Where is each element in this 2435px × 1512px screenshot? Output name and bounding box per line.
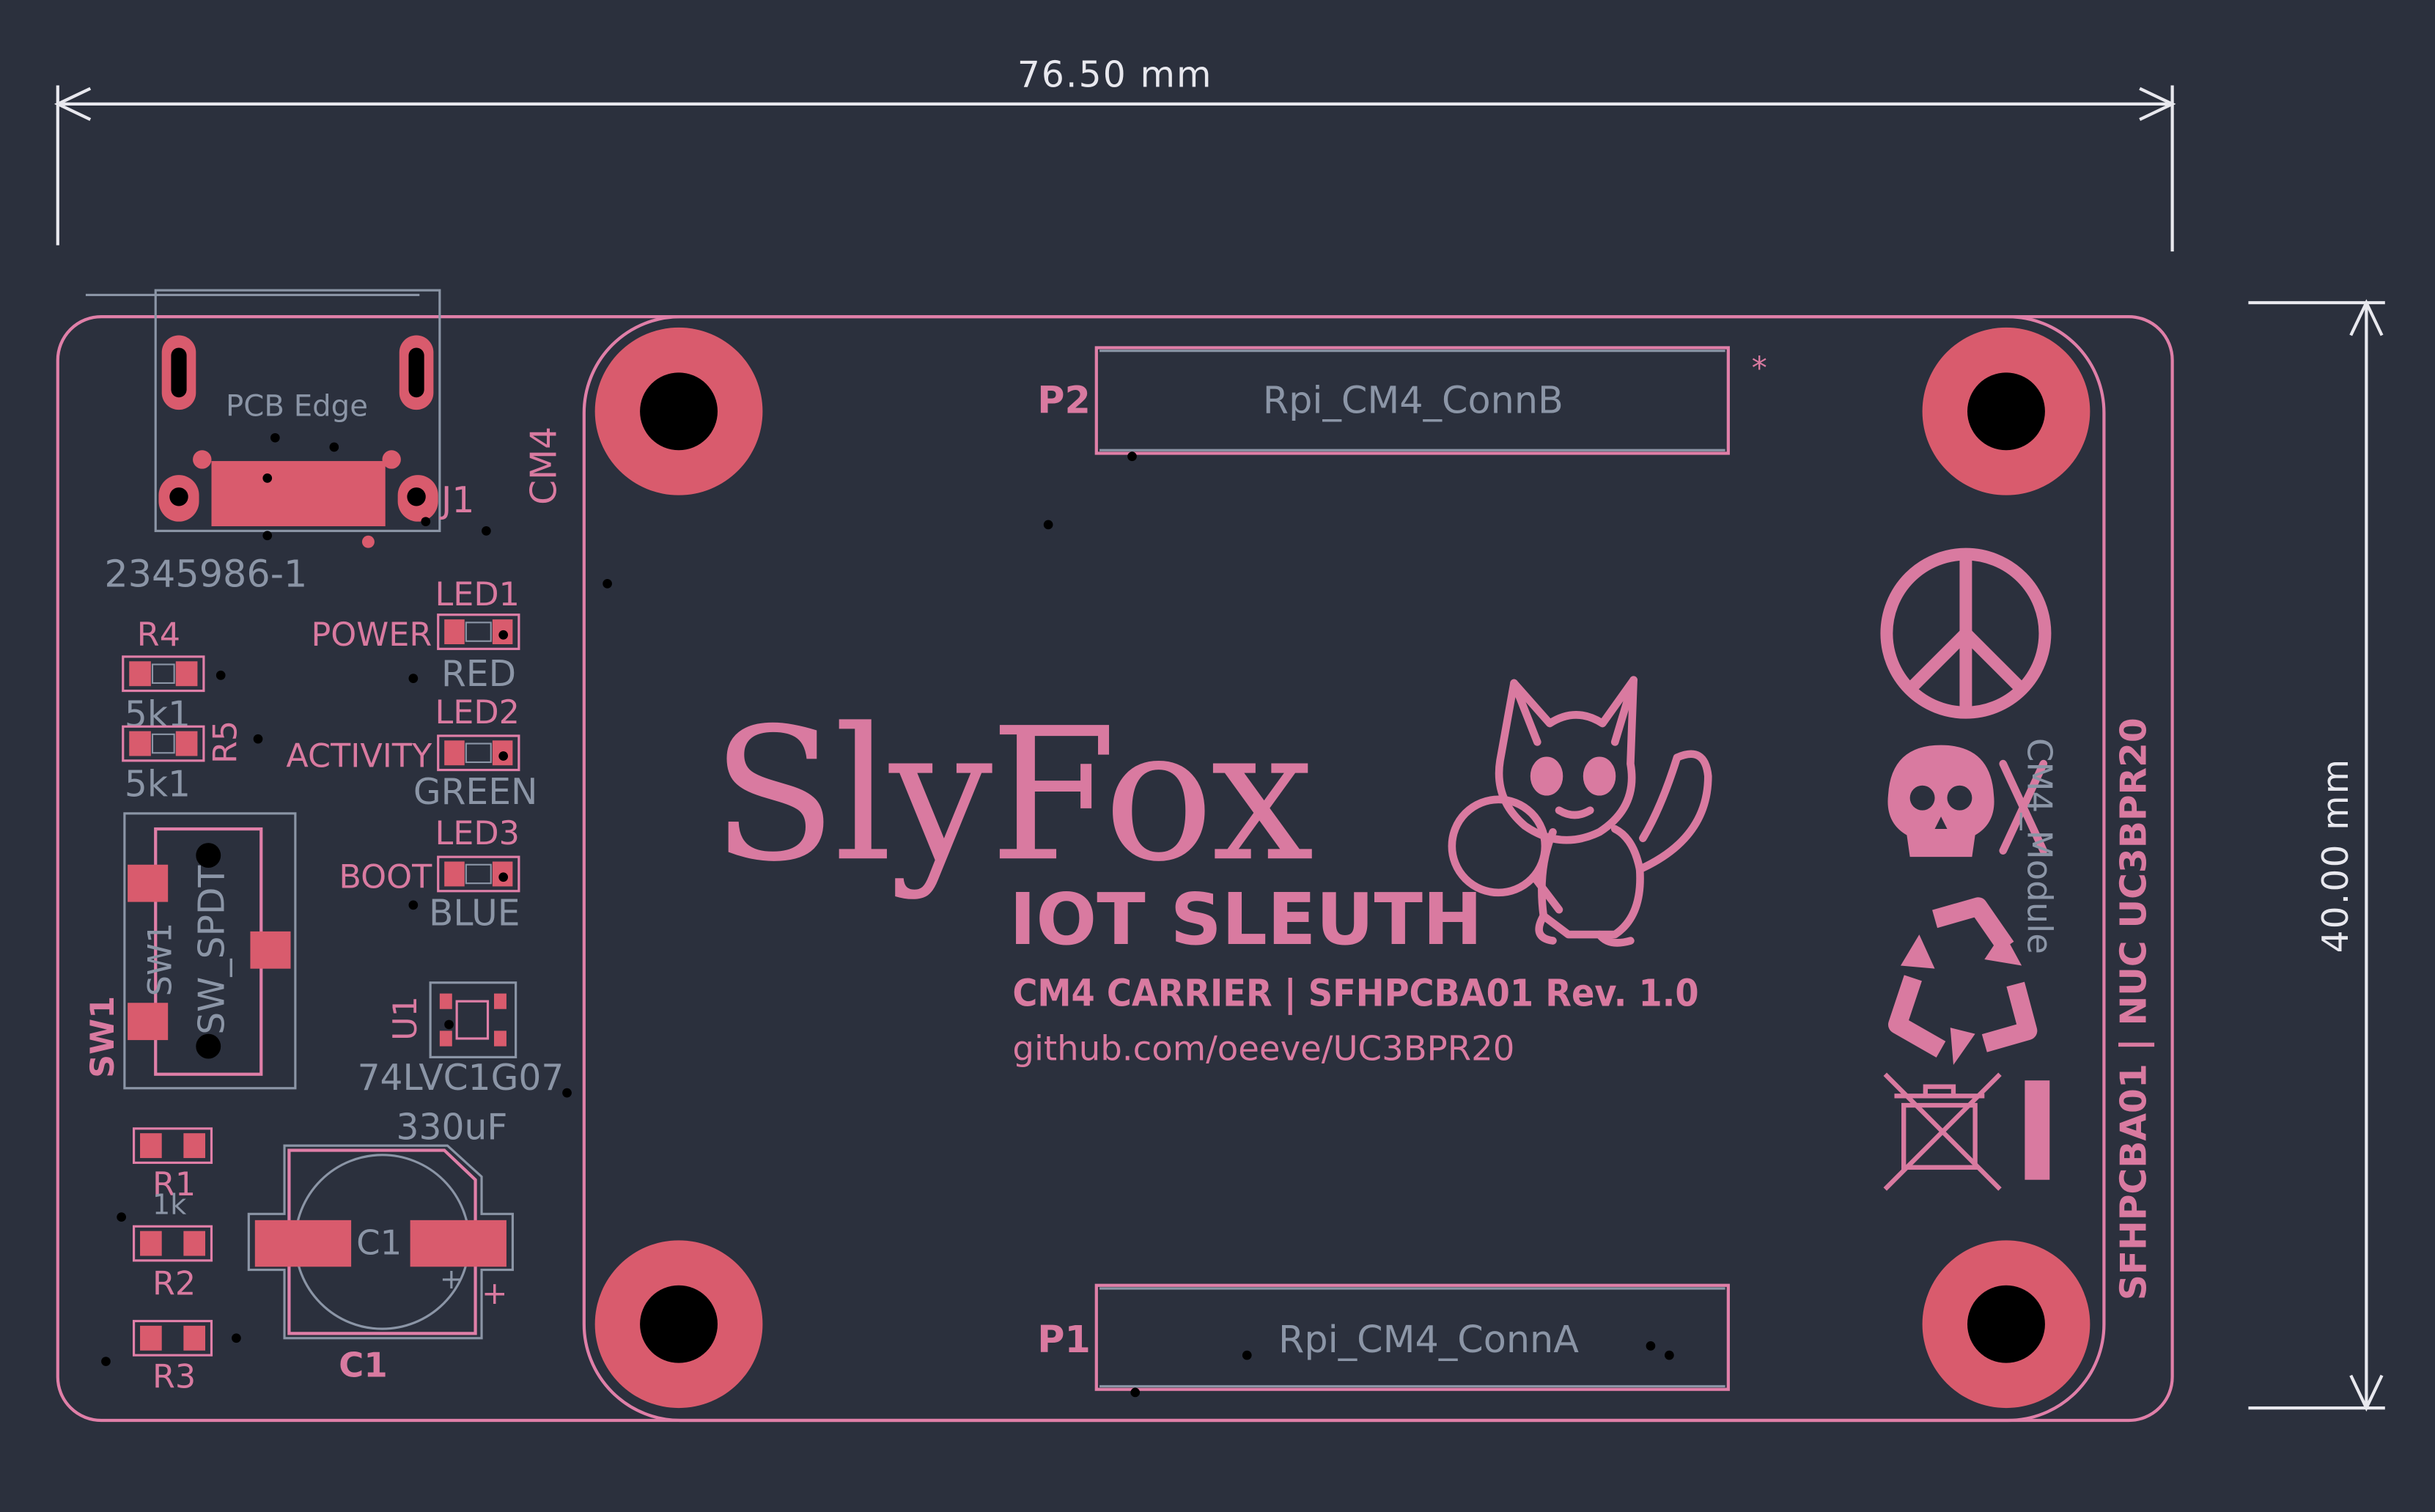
r5-footprint[interactable]	[122, 725, 205, 762]
connector-p1-outline[interactable]	[1094, 1283, 1730, 1391]
c1-plus-silk: +	[482, 1275, 507, 1311]
ic-u1-footprint[interactable]	[429, 981, 517, 1058]
usb-connector-j1[interactable]	[85, 289, 441, 548]
r1-footprint[interactable]	[132, 1127, 213, 1165]
switch-sw1-fab-ref: SW1	[141, 923, 179, 997]
dimension-width-label: 76.50 mm	[1017, 55, 1213, 96]
dimension-height	[2248, 299, 2385, 1412]
r4-value: 5k1	[125, 694, 191, 735]
usb-pcb-edge-label: PCB Edge	[226, 390, 368, 424]
led3-color: BLUE	[429, 893, 520, 934]
skull-crossbones-icon	[1887, 745, 2048, 858]
led1-color: RED	[441, 654, 516, 695]
weee-bin-icon	[1883, 1072, 2002, 1191]
r2-ref: R2	[152, 1265, 196, 1302]
switch-sw1-ref: SW1	[84, 996, 122, 1078]
fox-mascot-icon	[1448, 676, 1712, 947]
mounting-hole-top-left	[594, 327, 763, 495]
connector-p2-ref: P2	[1037, 378, 1091, 421]
r1-value: 1k	[152, 1188, 186, 1220]
r1-ref: R1	[152, 1166, 196, 1203]
brand-product-label: CM4 CARRIER | SFHPCBA01 Rev. 1.0	[1012, 972, 1698, 1016]
connector-p1-ref: P1	[1037, 1318, 1091, 1361]
switch-sw1-value: SW_SPDT	[191, 866, 232, 1035]
r4-footprint[interactable]	[122, 655, 205, 693]
cm4-module-ref: CM4	[524, 427, 565, 505]
led3-label: BOOT	[339, 859, 432, 896]
mounting-hole-bottom-right	[1922, 1240, 2090, 1409]
led2-ref: LED2	[435, 694, 519, 731]
r5-value: 5k1	[125, 764, 191, 805]
connector-p1-name: Rpi_CM4_ConnA	[1278, 1318, 1579, 1361]
led1-label: POWER	[311, 616, 432, 654]
ic-u1-ref: U1	[387, 996, 424, 1041]
c1-fab-ref: C1	[356, 1222, 402, 1262]
usb-j1-value: 2345986-1	[104, 553, 307, 596]
r5-ref: R5	[207, 720, 244, 764]
c1-value: 330uF	[397, 1107, 508, 1148]
led3-footprint[interactable]	[437, 855, 520, 893]
weee-bar-icon	[2025, 1080, 2050, 1180]
usb-j1-ref: J1	[439, 480, 474, 521]
brand-logo-text: SlyFox	[712, 688, 1312, 901]
c1-footprint[interactable]	[247, 1144, 514, 1340]
mounting-hole-bottom-left	[594, 1240, 763, 1409]
r2-footprint[interactable]	[132, 1225, 213, 1262]
led2-footprint[interactable]	[437, 734, 520, 772]
brand-url: github.com/oeeve/UC3BPR20	[1012, 1029, 1514, 1069]
connector-p2-name: Rpi_CM4_ConnB	[1263, 378, 1563, 421]
switch-sw1-footprint[interactable]	[123, 812, 297, 1090]
mounting-hole-top-right	[1922, 327, 2090, 495]
side-identifier-text: SFHPCBA01 | NUC UC3BPR20	[2114, 718, 2155, 1300]
cm4-module-outline	[582, 314, 2106, 1423]
recycle-icon	[1888, 897, 2038, 1065]
c1-ref: C1	[339, 1346, 388, 1385]
connector-p2-pin1-marker: *	[1752, 350, 1767, 386]
brand-tagline: IOT SLEUTH	[1009, 878, 1482, 961]
r4-ref: R4	[137, 616, 180, 654]
c1-plus-fab: +	[440, 1263, 463, 1295]
led2-color: GREEN	[413, 772, 538, 813]
vias	[101, 432, 1674, 1398]
connector-p2-outline[interactable]	[1094, 346, 1730, 455]
dimension-height-label: 40.00 mm	[2316, 758, 2357, 954]
peace-icon	[1880, 547, 2052, 719]
led1-ref: LED1	[435, 576, 519, 613]
led2-label: ACTIVITY	[286, 737, 432, 775]
ic-u1-value: 74LVC1G07	[358, 1058, 564, 1099]
r3-ref: R3	[152, 1359, 196, 1396]
cm4-module-value: CM4_Module	[2020, 738, 2060, 954]
r3-footprint[interactable]	[132, 1319, 213, 1357]
dimension-width	[54, 85, 2176, 252]
led1-footprint[interactable]	[437, 613, 520, 650]
led3-ref: LED3	[435, 815, 519, 852]
